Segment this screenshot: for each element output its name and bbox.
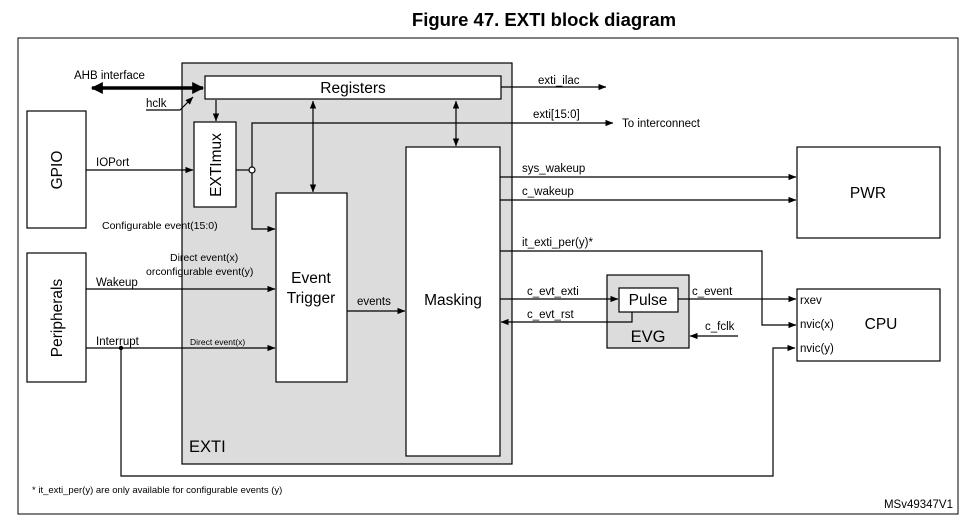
wakeup-label: Wakeup [96,277,138,289]
extimux-label: EXTImux [208,133,225,197]
hclk-label: hclk [146,98,167,110]
pulse-label: Pulse [629,292,668,309]
to-interconnect-label: To interconnect [622,118,701,130]
sys-wakeup-label: sys_wakeup [522,163,585,175]
nvic-x-label: nvic(x) [800,319,834,331]
exti-15-0-label: exti[15:0] [533,109,580,121]
ahb-interface-label: AHB interface [74,70,145,82]
masking-label: Masking [424,292,482,309]
c-fclk-label: c_fclk [705,321,735,333]
gpio-label: GPIO [49,151,66,190]
figure-title: Figure 47. EXTI block diagram [412,9,676,30]
configurable-event-arrow [251,173,276,233]
exti-label: EXTI [189,438,226,456]
c-evt-exti-label: c_evt_exti [527,286,579,298]
rxev-label: rxev [800,295,822,307]
gpio-block [26,110,87,229]
pulse-block [618,287,679,313]
direct-event-label-1: Direct event(x) [170,252,238,264]
footnote: * it_exti_per(y) are only available for … [32,485,282,496]
cpu-label: CPU [865,316,898,333]
pwr-label: PWR [850,185,886,202]
evg-label: EVG [631,328,666,346]
c-evt-rst-label: c_evt_rst [527,309,574,321]
extimux-junction [248,166,256,174]
pwr-block [796,146,941,239]
masking-block [405,146,501,457]
extimux-block [193,121,237,208]
interrupt-label: Interrupt [96,336,140,348]
hclk-arrow [146,96,194,111]
peripherals-label: Peripherals [49,279,66,358]
exti-ilac-label: exti_ilac [538,75,580,87]
reference-code: MSv49347V1 [884,499,953,511]
event-trigger-block [275,192,348,383]
configurable-event-label: Configurable event(15:0) [102,220,218,232]
ioport-label: IOPort [96,157,130,169]
registers-label: Registers [320,80,386,97]
exti-15-0-arrow [251,119,614,167]
c-wakeup-label: c_wakeup [522,186,574,198]
it-exti-per-arrow [500,250,797,329]
c-event-label: c_event [692,286,733,298]
nvic-y-label: nvic(y) [800,343,834,355]
direct-event-x-label: Direct event(x) [190,337,245,347]
it-exti-per-label: it_exti_per(y)* [522,237,593,249]
direct-event-label-2: orconfigurable event(y) [146,266,253,278]
c-evt-rst-arrow [500,312,633,326]
event-trigger-label-2: Trigger [287,290,336,307]
peripherals-block [26,252,87,383]
interrupt-to-nvic-y-arrow [120,344,796,477]
events-label: events [357,296,391,308]
cpu-block [796,288,941,362]
event-trigger-label-1: Event [291,270,331,287]
